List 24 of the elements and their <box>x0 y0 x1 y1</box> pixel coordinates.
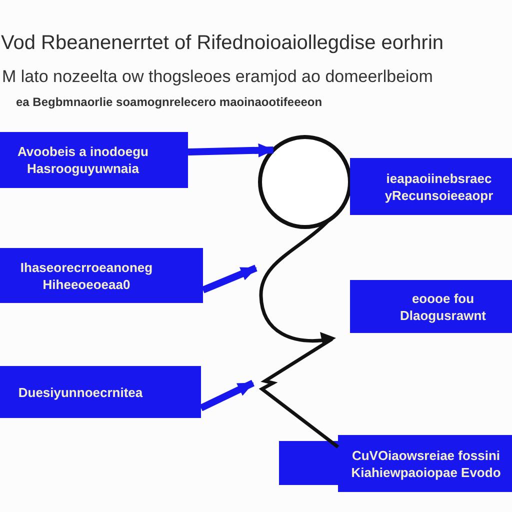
box-text: Duesiyunnoecrnitea <box>18 384 143 400</box>
box-text: Dlaogusrawnt <box>400 306 486 324</box>
process-box <box>0 366 201 418</box>
process-box <box>350 158 512 215</box>
box-text: Kiahiewpaoiopae Evodo <box>351 464 501 480</box>
process-box <box>0 132 188 188</box>
process-box <box>350 280 512 333</box>
box-text: Hasrooguyuwnaia <box>27 160 139 177</box>
box-text: Ihaseorecrroeanoneg <box>20 258 153 276</box>
arrow <box>199 380 255 412</box>
arrow <box>188 143 274 158</box>
title: Vod Rbeanenerrtet of Rifednoioaiollegdise eorhrin <box>0 31 444 56</box>
description-text: ea Begbmnaorlie soamognrelecero maoinaootifeeeon <box>15 94 322 110</box>
box-text: eoooe fou <box>412 290 474 306</box>
subtitle: M lato nozeelta ow thogsleoes eramjod ao domeerlbeiom <box>1 66 433 88</box>
process-box <box>338 435 512 492</box>
arrow <box>202 264 258 294</box>
curved-arrow <box>259 218 340 448</box>
process-box <box>0 248 203 303</box>
box-text: CuVOiaowsreiae fossini <box>352 446 500 464</box>
box-text: Hiheeoeoeaa0 <box>42 276 130 292</box>
box-text: ieapaoiinebsraec <box>386 170 492 186</box>
box-text: yRecunsoieeaopr <box>384 186 494 204</box>
box-text: Avoobeis a inodoegu <box>18 143 148 160</box>
